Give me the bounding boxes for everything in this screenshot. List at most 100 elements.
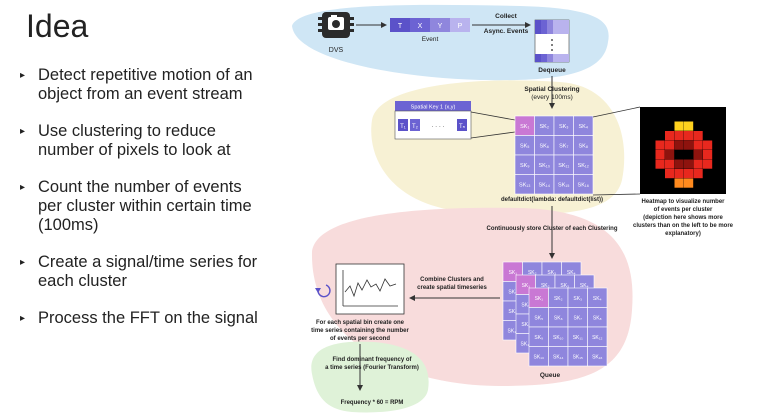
heatmap-cell [674, 178, 684, 188]
queue-cell-label: SK₁ [522, 283, 531, 289]
queue-cell-label: SK₃ [547, 270, 556, 276]
heatmap-cell [684, 131, 694, 141]
spatial-bin-label-2: time series containing the number [311, 328, 409, 334]
event-label: Event [422, 36, 439, 43]
heatmap-cell [693, 159, 703, 169]
dequeue-label: Dequeue [538, 67, 566, 74]
heatmap-cell [665, 169, 675, 179]
heatmap-cell [665, 140, 675, 150]
grid-cell-label: SK₇ [559, 143, 568, 149]
bullet-marker-icon: ▸ [20, 126, 26, 137]
defaultdict-label: defaultdict(lambda: defaultdict(list)) [501, 197, 603, 203]
queue-cell-label: SK₄ [580, 283, 589, 289]
grid-cell-label: SK₃ [559, 124, 569, 130]
grid-cell-label: SK₅ [520, 143, 530, 149]
grid-cell-label: SK₁₃ [519, 182, 530, 188]
heatmap-cell [693, 150, 703, 160]
queue-label: Queue [540, 372, 561, 379]
queue-cell-label: SK₁₅ [573, 354, 583, 360]
queue-cell-label: SK₂ [554, 296, 563, 302]
queue-cell-label: SK₁ [509, 270, 518, 276]
heatmap-caption-3: (depiction here shows more [643, 215, 723, 221]
heatmap-cell [684, 140, 694, 150]
grid-cell-label: SK₂ [540, 124, 549, 130]
queue-cell-label: SK₂ [541, 283, 550, 289]
grid-cell-label: SK₁₆ [578, 182, 589, 188]
collect-label-line2: Async. Events [484, 28, 529, 35]
grid-cell-label: SK₉ [520, 163, 530, 169]
heatmap-cell [665, 159, 675, 169]
event-tuple: T X Y P [390, 18, 470, 32]
cycle-icon [315, 284, 331, 298]
spatial-key-box: Spatial Key 1 (x,y) T₁ T₂ · · · · Tₙ [394, 101, 472, 140]
queue-cell-label: SK₅ [521, 302, 530, 308]
grid-cell-label: SK₁₁ [558, 163, 569, 169]
queue-cell-label: SK₁₂ [592, 335, 602, 341]
time-cell-1: T₁ [400, 124, 406, 130]
queue-cell-label: SK₁ [535, 296, 544, 302]
queue-cell-label: SK₁₀ [553, 335, 563, 341]
grid-cell-label: SK₁₀ [539, 163, 550, 169]
queue-cell-label: SK₉ [521, 322, 530, 328]
queue-cell-label: SK₁₁ [573, 335, 583, 341]
heatmap-cell [674, 131, 684, 141]
combine-label-1: Combine Clusters and [420, 277, 484, 283]
grid-cell-label: SK₁₅ [558, 182, 569, 188]
queue-cell-label: SK₁₄ [553, 354, 563, 360]
heatmap-cell [703, 140, 713, 150]
queue-cell-label: SK₁₃ [534, 354, 544, 360]
heatmap-caption-2: of events per cluster [654, 207, 713, 213]
dominant-label-2: a time series (Fourier Transform) [325, 365, 419, 371]
event-cell-t: T [398, 23, 403, 30]
queue-cell-label: SK₅ [534, 315, 543, 321]
heatmap-cell [684, 159, 694, 169]
grid-cell-label: SK₆ [539, 143, 549, 149]
grid-cell [573, 174, 594, 195]
heatmap-cell [693, 131, 703, 141]
grid-cell-label: SK₁₂ [578, 163, 589, 169]
spatial-key-grid: SK₁ SK₂ SK₃ SK₄ SK₅ SK₆ SK₇ SK₈ SK₉ SK₁₀ SK₁₁ SK₁₂ S… [514, 115, 594, 195]
heatmap-cell [665, 150, 675, 160]
spatial-key-label: Spatial Key 1 (x,y) [411, 105, 456, 111]
time-cell-dots: · · · · [432, 124, 445, 130]
frequency-label: Frequency * 60 = RPM [341, 400, 404, 406]
grid-cell-label: SK₈ [578, 143, 588, 149]
queue-cell-label: SK₃ [573, 296, 582, 302]
grid-cell-label: SK₁₄ [539, 182, 551, 188]
heatmap-cell [674, 159, 684, 169]
queue-cell-label: SK₂ [528, 270, 537, 276]
queue-cell-label: SK₄ [593, 296, 602, 302]
green-region [311, 341, 429, 413]
queue-cell-label: SK₉ [534, 335, 543, 341]
dequeue-icon [534, 19, 570, 63]
queue-cell-label: SK₆ [554, 315, 563, 321]
grid-cell-label: SK₄ [578, 124, 588, 130]
slide-title: Idea [26, 8, 89, 44]
heatmap-cell [674, 169, 684, 179]
collect-label-line1: Collect [495, 13, 518, 20]
queue-cell-label: SK₄ [567, 270, 576, 276]
spatial-bin-label-3: of events per second [330, 336, 390, 342]
heatmap-caption-5: explanatory) [665, 231, 701, 237]
queue-cell-label: SK₅ [508, 289, 517, 295]
dominant-label-1: Find dominant frequency of [333, 357, 413, 363]
heatmap-cell [655, 140, 665, 150]
heatmap-cell [665, 131, 675, 141]
continuously-label: Continuously store Cluster of each Clust… [486, 226, 617, 232]
heatmap-cell [674, 140, 684, 150]
heatmap-cell [684, 169, 694, 179]
grid-cell-label: SK₁ [520, 124, 529, 130]
queue-cell-label: SK₃ [560, 283, 569, 289]
spatial-clustering-line2: (every 100ms) [531, 94, 573, 101]
bullet-marker-icon: ▸ [20, 182, 26, 193]
heatmap-cell [703, 150, 713, 160]
